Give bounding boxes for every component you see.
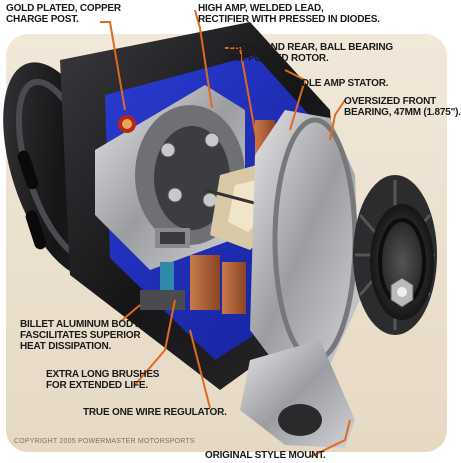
callout-mount: ORIGINAL STYLE MOUNT. <box>205 450 326 461</box>
callout-line: RECTIFIER WITH PRESSED IN DIODES. <box>198 14 380 25</box>
callout-leaders <box>100 9 351 458</box>
callout-line: FRONT AND REAR, BALL BEARING <box>228 42 393 53</box>
callout-line: TRUE ONE WIRE REGULATOR. <box>83 407 227 418</box>
copyright-notice: COPYRIGHT 2005 POWERMASTER MOTORSPORTS <box>14 438 195 445</box>
callout-charge-post: GOLD PLATED, COPPER CHARGE POST. <box>6 3 121 25</box>
callout-regulator: TRUE ONE WIRE REGULATOR. <box>83 407 227 418</box>
rear-cap-slot <box>17 150 39 190</box>
pulley-shaft <box>397 287 407 297</box>
callout-stator: 60 IDLE AMP STATOR. <box>286 78 389 89</box>
charge-post <box>122 119 132 129</box>
callout-line: OVERSIZED FRONT <box>344 96 437 107</box>
diode-array <box>160 132 220 208</box>
rear-cap-slot <box>25 210 47 250</box>
callout-line: HIGH AMP, WELDED LEAD, <box>198 3 324 14</box>
callout-brushes: EXTRA LONG BRUSHES FOR EXTENDED LIFE. <box>46 369 159 391</box>
callout-line: ORIGINAL STYLE MOUNT. <box>205 450 326 461</box>
callout-front-bearing: OVERSIZED FRONT BEARING, 47MM (1.875"). <box>344 96 461 118</box>
callout-line: GOLD PLATED, COPPER <box>6 3 121 14</box>
callout-line: FOR EXTENDED LIFE. <box>46 380 148 391</box>
front-bracket <box>250 110 360 370</box>
mount-arm <box>240 340 355 448</box>
callout-line: SUPPORTED ROTOR. <box>228 53 329 64</box>
callout-line: FASCILITATES SUPERIOR <box>20 330 141 341</box>
callout-aluminum-body: BILLET ALUMINUM BODY FASCILITATES SUPERI… <box>20 319 141 352</box>
callout-line: BEARING, 47MM (1.875"). <box>344 107 461 118</box>
callout-line: EXTRA LONG BRUSHES <box>46 369 160 380</box>
brush <box>160 232 185 244</box>
callout-line: BILLET ALUMINUM BODY <box>20 319 140 330</box>
callout-line: 60 IDLE AMP STATOR. <box>286 78 389 89</box>
regulator <box>140 290 185 310</box>
callout-ball-bearing-rotor: FRONT AND REAR, BALL BEARING SUPPORTED R… <box>228 42 393 64</box>
callout-line: HEAT DISSIPATION. <box>20 341 112 352</box>
callout-welded-lead: HIGH AMP, WELDED LEAD, RECTIFIER WITH PR… <box>198 3 380 25</box>
mount-hole <box>278 404 322 436</box>
callout-line: CHARGE POST. <box>6 14 79 25</box>
